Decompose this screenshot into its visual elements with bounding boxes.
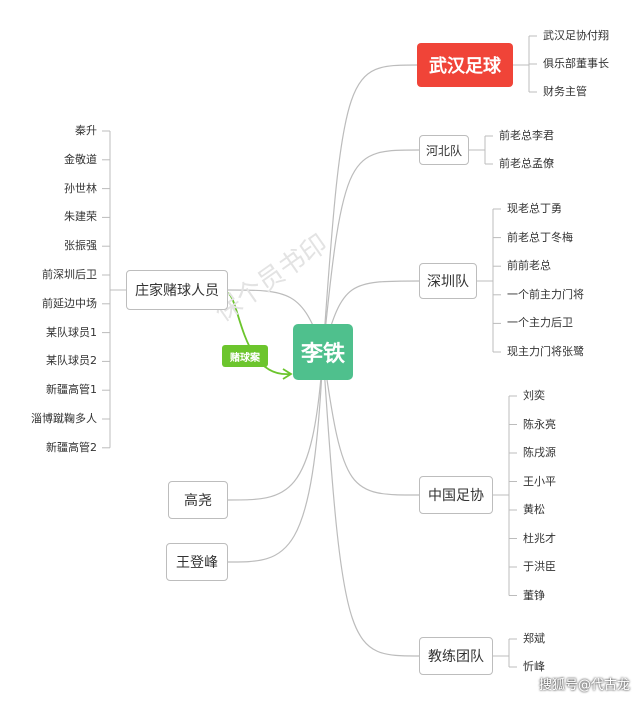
relation-arrowhead — [282, 368, 293, 380]
link-china — [322, 351, 420, 496]
branch-shenzhen: 深圳队 — [419, 263, 477, 299]
bracket-wuhan — [513, 36, 530, 92]
leaf-bookie-2: 孙世林 — [64, 181, 97, 195]
leaf-china-4: 黄松 — [523, 503, 545, 516]
link-hebei — [322, 149, 420, 353]
leaf-bookie-3: 朱建荣 — [64, 210, 97, 224]
bracket-bookie — [109, 131, 126, 448]
leaf-bookie-6: 前延边中场 — [42, 296, 97, 310]
relation-arrow — [227, 292, 291, 375]
leaf-coach-0: 郑斌 — [523, 632, 545, 645]
branch-wuhan: 武汉足球 — [417, 43, 513, 87]
leaf-china-1: 陈永亮 — [523, 417, 556, 431]
leaf-china-5: 杜兆才 — [523, 531, 556, 545]
branch-gaoyao: 高尧 — [168, 481, 228, 519]
link-coach — [322, 351, 420, 657]
relation-tag: 赌球案 — [222, 345, 268, 367]
leaf-bookie-5: 前深圳后卫 — [42, 268, 97, 281]
center-node: 李铁 — [293, 324, 353, 380]
leaf-china-3: 王小平 — [523, 474, 556, 488]
leaf-shenzhen-4: 一个主力后卫 — [507, 316, 573, 330]
bracket-coach — [493, 639, 510, 667]
leaf-bookie-8: 某队球员2 — [46, 354, 97, 368]
leaf-coach-1: 忻峰 — [523, 660, 545, 673]
branch-china: 中国足协 — [419, 476, 493, 514]
bracket-hebei — [469, 136, 486, 164]
leaf-hebei-0: 前老总李君 — [499, 129, 554, 142]
credit-text: 搜狐号@代古龙 — [538, 678, 630, 693]
leaf-shenzhen-2: 前前老总 — [507, 259, 551, 273]
leaf-china-2: 陈戌源 — [523, 446, 556, 459]
link-gaoyao — [227, 351, 324, 501]
leaf-wuhan-0: 武汉足协付翔 — [543, 29, 609, 42]
branch-wangdengfeng: 王登峰 — [166, 543, 228, 581]
bracket-china — [493, 396, 510, 596]
leaf-bookie-11: 新疆高管2 — [46, 440, 97, 454]
leaf-bookie-1: 金敬道 — [64, 152, 97, 166]
leaf-wuhan-2: 财务主管 — [543, 85, 587, 98]
leaf-bookie-7: 某队球员1 — [46, 325, 97, 339]
leaf-wuhan-1: 俱乐部董事长 — [543, 57, 609, 70]
leaf-china-0: 刘奕 — [523, 389, 545, 402]
leaf-bookie-0: 秦升 — [75, 124, 97, 137]
branch-hebei: 河北队 — [419, 135, 469, 165]
leaf-china-6: 于洪臣 — [523, 560, 556, 573]
leaf-shenzhen-1: 前老总丁冬梅 — [507, 230, 573, 244]
leaf-bookie-4: 张振强 — [64, 239, 97, 253]
branch-bookie: 庄家赌球人员 — [126, 270, 228, 310]
link-wangdengfeng — [227, 351, 324, 563]
leaf-china-7: 董铮 — [523, 588, 545, 602]
bracket-shenzhen — [477, 209, 494, 352]
leaf-shenzhen-3: 一个前主力门将 — [507, 287, 584, 301]
branch-coach: 教练团队 — [419, 637, 493, 675]
leaf-shenzhen-5: 现主力门将张鹭 — [507, 345, 584, 358]
leaf-bookie-10: 淄博蹴鞠多人 — [31, 412, 97, 425]
leaf-hebei-1: 前老总孟僚 — [499, 157, 554, 170]
leaf-shenzhen-0: 现老总丁勇 — [507, 202, 562, 215]
leaf-bookie-9: 新疆高管1 — [46, 383, 97, 397]
link-wuhan — [322, 64, 418, 353]
